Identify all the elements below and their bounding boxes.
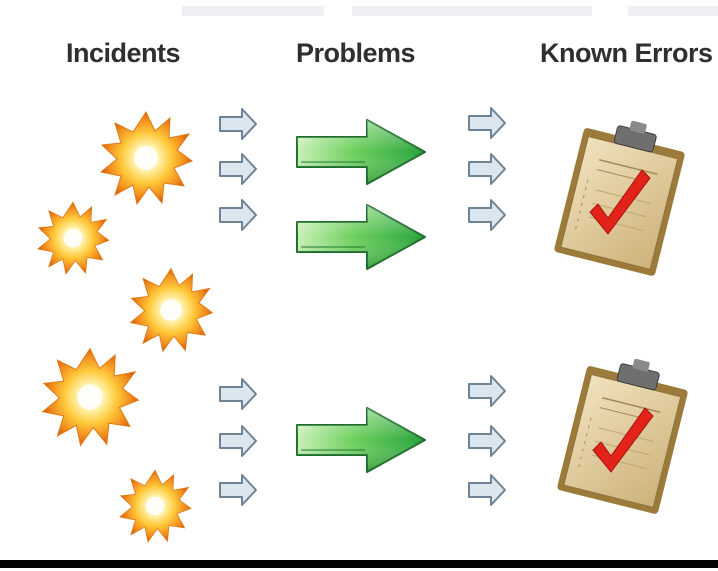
problem-arrow-icon	[469, 475, 505, 505]
problem-arrow-icon	[469, 154, 505, 184]
incident-arrow-icon	[220, 154, 256, 184]
incident-arrow-icon	[220, 475, 256, 505]
problem-arrow-icon	[297, 205, 425, 269]
incident-starburst-icon	[131, 269, 213, 352]
bottom-rule	[0, 560, 718, 568]
known-error-clipboard-icon	[554, 110, 690, 277]
incident-starburst-icon	[101, 112, 192, 204]
incident-arrow-icon	[220, 109, 256, 139]
problem-arrow-icon	[469, 426, 505, 456]
problem-arrow-icon	[297, 408, 425, 472]
known-error-clipboard-icon	[557, 348, 693, 515]
problem-arrow-icon	[297, 120, 425, 184]
incident-arrow-icon	[220, 200, 256, 230]
incident-starburst-icon	[43, 349, 139, 446]
incident-starburst-icon	[120, 470, 191, 542]
incident-arrow-icon	[220, 426, 256, 456]
problem-arrow-icon	[469, 108, 505, 138]
incident-arrow-icon	[220, 379, 256, 409]
incident-starburst-icon	[38, 202, 109, 274]
problem-arrow-icon	[469, 200, 505, 230]
problem-arrow-icon	[469, 376, 505, 406]
